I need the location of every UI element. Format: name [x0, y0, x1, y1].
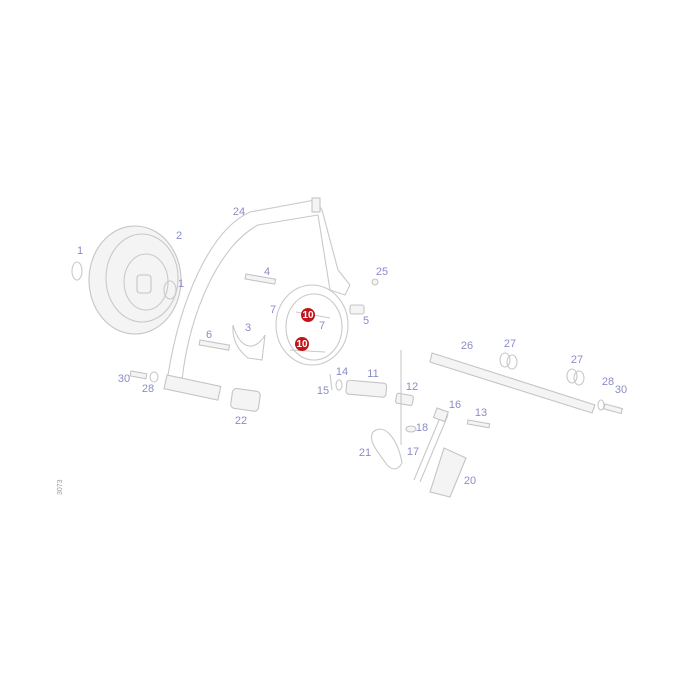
callout-24[interactable]: 24 [233, 206, 245, 218]
callout-15[interactable]: 15 [317, 385, 329, 397]
drawing-code: 3073 [57, 479, 64, 495]
circlip[interactable] [71, 261, 83, 281]
callout-4[interactable]: 4 [264, 266, 270, 278]
callout-13[interactable]: 13 [475, 407, 487, 419]
callout-30[interactable]: 30 [118, 373, 130, 385]
callout-17[interactable]: 17 [407, 446, 419, 458]
callout-12[interactable]: 12 [406, 381, 418, 393]
circlip[interactable] [163, 280, 177, 300]
clevis[interactable] [345, 379, 388, 398]
callout-1[interactable]: 1 [77, 245, 83, 257]
callout-label: 10 [302, 310, 314, 321]
adjuster-rod[interactable] [413, 407, 449, 483]
rubber-boot[interactable] [429, 447, 467, 498]
callout-22[interactable]: 22 [235, 415, 247, 427]
spacer[interactable] [395, 392, 414, 407]
brake-lever[interactable] [163, 197, 351, 401]
washer[interactable] [335, 379, 343, 391]
lever-arm[interactable] [370, 428, 403, 470]
split-pin[interactable] [329, 373, 333, 391]
callout-27[interactable]: 27 [504, 338, 516, 350]
nut[interactable] [371, 278, 379, 286]
bolt[interactable] [198, 339, 231, 351]
callout-14[interactable]: 14 [336, 366, 348, 378]
callout-20[interactable]: 20 [464, 475, 476, 487]
bolt[interactable] [466, 419, 491, 429]
bush[interactable] [230, 387, 261, 412]
pin[interactable] [405, 425, 417, 433]
callout-6[interactable]: 6 [206, 329, 212, 341]
highlighted-callout-10[interactable]: 10 [301, 308, 315, 322]
callout-18[interactable]: 18 [416, 422, 428, 434]
cam-plate[interactable] [232, 324, 266, 361]
callout-27[interactable]: 27 [571, 354, 583, 366]
callout-1[interactable]: 1 [178, 278, 184, 290]
bolt[interactable] [129, 370, 159, 383]
callout-5[interactable]: 5 [363, 315, 369, 327]
brake-drum[interactable] [88, 225, 182, 335]
highlighted-callout-10[interactable]: 10 [295, 337, 309, 351]
callout-21[interactable]: 21 [359, 447, 371, 459]
callout-2[interactable]: 2 [176, 230, 182, 242]
cross-shaft[interactable] [429, 352, 624, 415]
callout-30[interactable]: 30 [615, 384, 627, 396]
callout-25[interactable]: 25 [376, 266, 388, 278]
callout-28[interactable]: 28 [602, 376, 614, 388]
callout-28[interactable]: 28 [142, 383, 154, 395]
callout-11[interactable]: 11 [367, 368, 378, 380]
bolt[interactable] [244, 273, 277, 285]
callout-16[interactable]: 16 [449, 399, 461, 411]
highlight-marker [295, 337, 309, 351]
callout-26[interactable]: 26 [461, 340, 473, 352]
callout-label: 10 [296, 339, 308, 350]
pin[interactable] [349, 304, 365, 315]
callout-7[interactable]: 7 [270, 304, 276, 316]
callout-7[interactable]: 7 [319, 320, 325, 332]
highlight-marker [301, 308, 315, 322]
brake-shoe-assembly[interactable] [275, 284, 349, 366]
callout-3[interactable]: 3 [245, 322, 251, 334]
